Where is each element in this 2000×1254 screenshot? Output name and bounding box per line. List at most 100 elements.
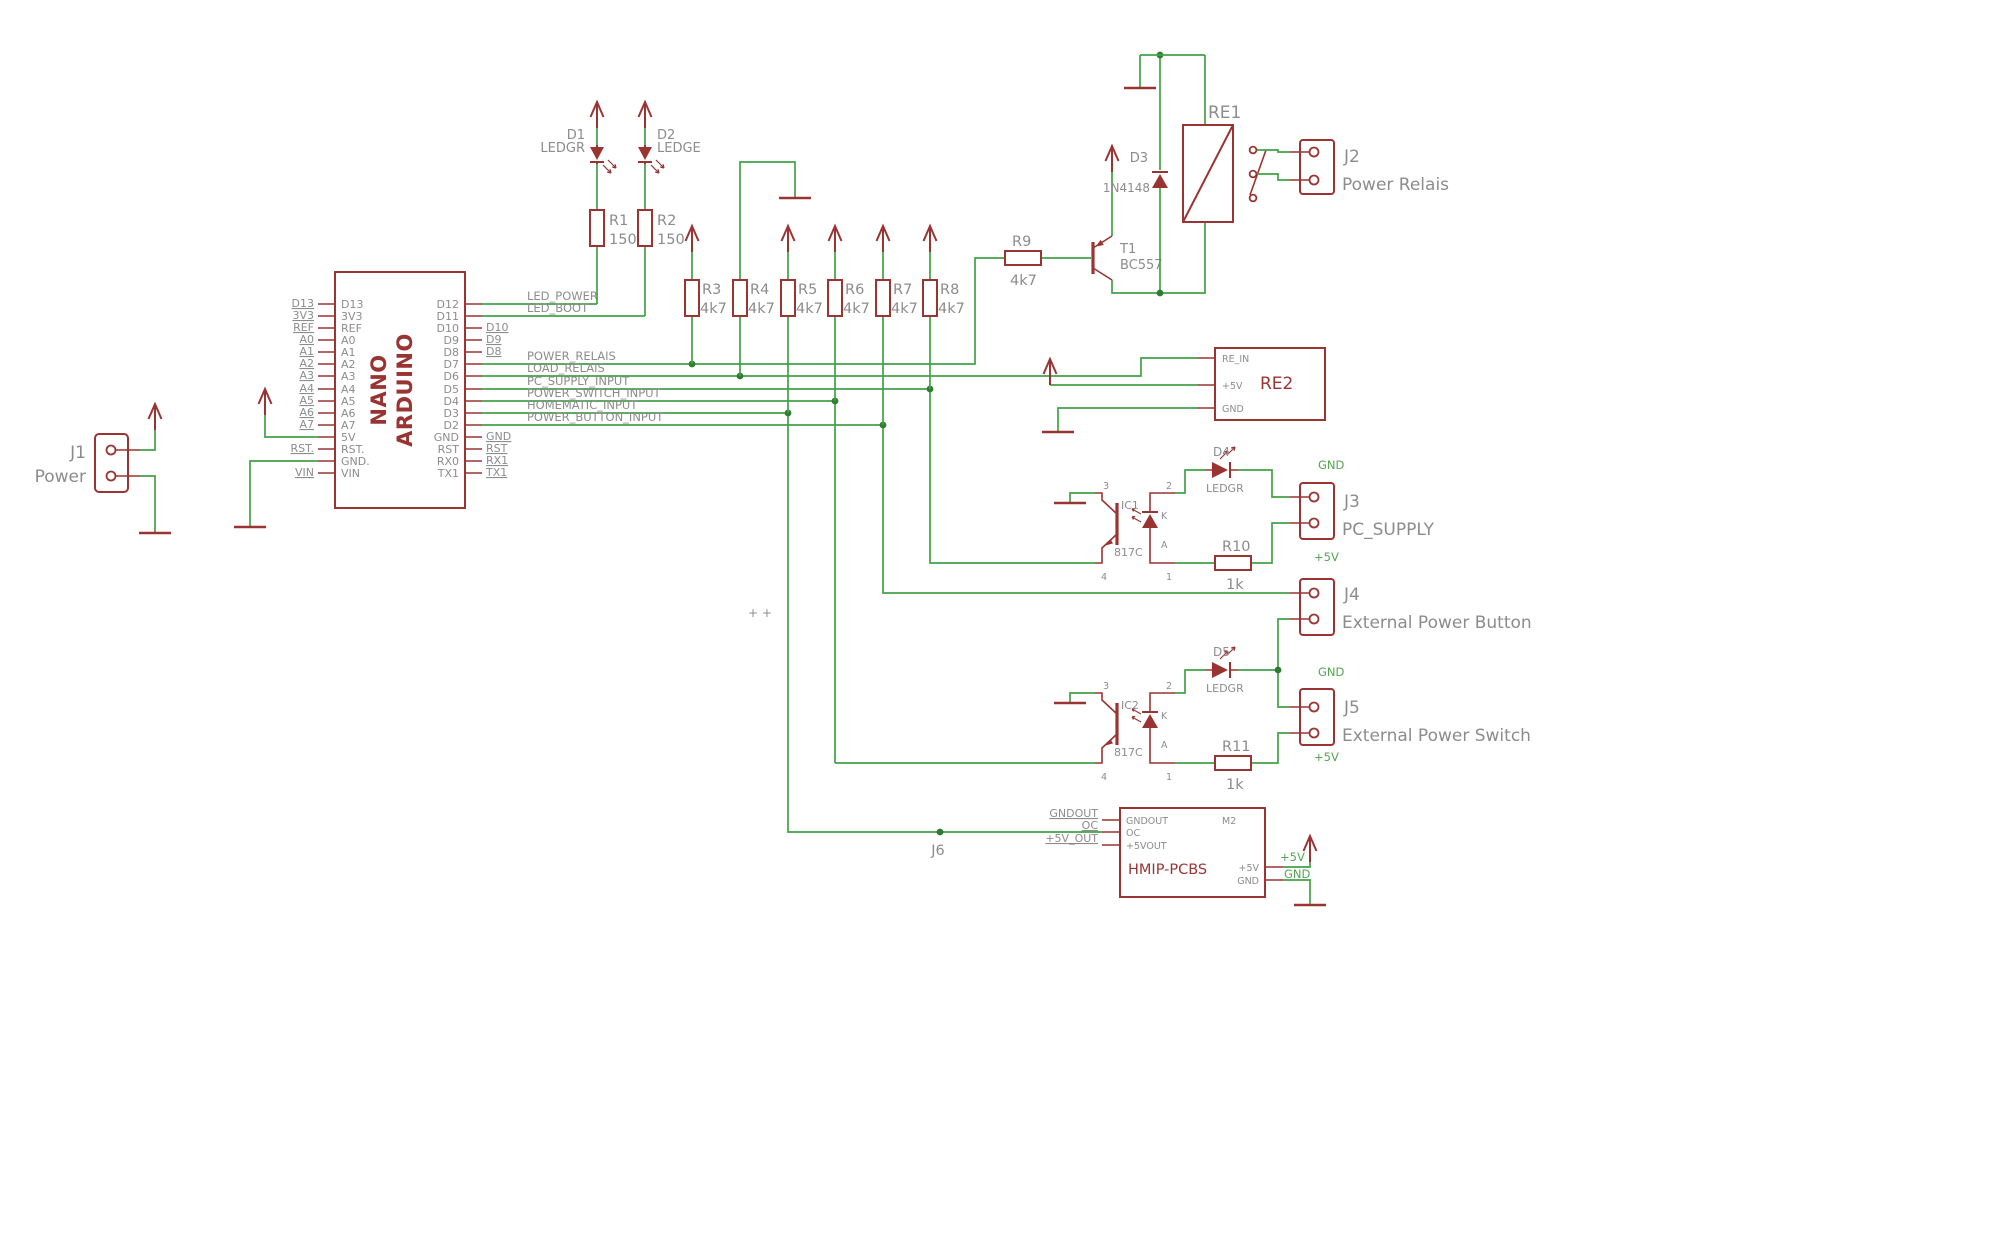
d1-value: LEDGR bbox=[540, 141, 585, 156]
hmip-pin-5vout: +5VOUT bbox=[1126, 841, 1167, 852]
ic2-ref: IC2 bbox=[1121, 699, 1139, 712]
j4-ref: J4 bbox=[1343, 585, 1360, 605]
netlabel-right-3: D9 bbox=[486, 333, 501, 346]
pin-right-10: D2 bbox=[444, 419, 459, 432]
r3-ref: R3 bbox=[702, 282, 721, 298]
ic2-pin1: 1 bbox=[1166, 772, 1172, 783]
j2-ref: J2 bbox=[1343, 147, 1360, 167]
j2-value: Power Relais bbox=[1342, 175, 1449, 195]
led-d5: D5 LEDGR GND bbox=[1175, 645, 1345, 708]
t1-value: BC557 bbox=[1120, 258, 1163, 273]
ic2-cathode: K bbox=[1161, 711, 1168, 722]
pin-left-0: D13 bbox=[341, 298, 363, 311]
resistor-r8: R8 4k7 bbox=[922, 225, 965, 389]
net-label-homematic-input: HOMEMATIC_INPUT bbox=[527, 398, 638, 412]
r4-ref: R4 bbox=[750, 282, 769, 298]
net-label-power-button-input: POWER_BUTTON_INPUT bbox=[527, 410, 664, 424]
pin-right-11: GND bbox=[434, 431, 459, 444]
net-label-5v-hmip: +5V bbox=[1280, 850, 1305, 864]
d2-ref: D2 bbox=[657, 128, 675, 143]
pin-right-1: D11 bbox=[437, 310, 459, 323]
j5-ref: J5 bbox=[1343, 698, 1360, 718]
ic2-value: 817C bbox=[1114, 746, 1143, 759]
pin-right-5: D7 bbox=[444, 358, 459, 371]
r11-value: 1k bbox=[1226, 777, 1244, 793]
j1-ref: J1 bbox=[69, 443, 86, 463]
net-label-load-relais: LOAD_RELAIS bbox=[527, 361, 605, 375]
net-power-relais: POWER_RELAIS bbox=[482, 257, 1091, 368]
net-led-boot: LED_BOOT bbox=[482, 301, 645, 317]
net-homematic-input: HOMEMATIC_INPUT J6 bbox=[482, 398, 1102, 859]
pin-left-2: REF bbox=[341, 322, 362, 335]
hmip-pin-gndout: GNDOUT bbox=[1126, 816, 1168, 827]
r2-value: 150 bbox=[657, 232, 685, 248]
re2-pin-gnd: GND bbox=[1222, 404, 1244, 415]
net-label-led-boot: LED_BOOT bbox=[527, 301, 589, 315]
resistor-r9: R9 4k7 bbox=[1004, 234, 1042, 289]
pin-left-12: RST. bbox=[341, 443, 365, 456]
netlabel-right-11: GND bbox=[486, 430, 511, 443]
ic1-pin4: 4 bbox=[1101, 572, 1107, 583]
ic1-pin1: 1 bbox=[1166, 572, 1172, 583]
net-power-button-input: POWER_BUTTON_INPUT bbox=[482, 410, 1290, 594]
r7-value: 4k7 bbox=[891, 301, 918, 317]
connector-j5: J5 External Power Switch bbox=[1290, 688, 1531, 746]
relay-re1: RE1 bbox=[1122, 54, 1241, 223]
netlabel-right-13: RX1 bbox=[486, 454, 508, 467]
ic1-ref: IC1 bbox=[1121, 499, 1139, 512]
pin-right-0: D12 bbox=[437, 298, 459, 311]
pin-left-5: A2 bbox=[341, 358, 356, 371]
net-label-led-power: LED_POWER bbox=[527, 289, 598, 303]
resistor-r10: R10 1k +5V bbox=[1175, 522, 1339, 593]
r6-value: 4k7 bbox=[843, 301, 870, 317]
arduino-supply-wires bbox=[232, 388, 318, 529]
hmip-label-oc: OC bbox=[1082, 819, 1099, 832]
pin-left-13: GND. bbox=[341, 455, 370, 468]
j6-ref: J6 bbox=[930, 843, 945, 859]
netlabel-left-8: A5 bbox=[299, 394, 314, 407]
resistor-r7: R7 4k7 bbox=[875, 225, 918, 425]
relay-module-re2: RE_IN +5V GND RE2 bbox=[1040, 347, 1326, 434]
pin-right-8: D4 bbox=[444, 395, 459, 408]
d4-ref: D4 bbox=[1213, 445, 1230, 459]
ic1-anode: A bbox=[1161, 540, 1168, 551]
pin-left-8: A5 bbox=[341, 395, 356, 408]
re2-ref: RE2 bbox=[1260, 374, 1293, 394]
hmip-pin-5v: +5V bbox=[1238, 863, 1259, 874]
hmip-label-5v-out: +5V_OUT bbox=[1045, 832, 1098, 845]
ic1-value: 817C bbox=[1114, 546, 1143, 559]
netlabel-left-2: REF bbox=[293, 321, 314, 334]
pin-left-9: A6 bbox=[341, 407, 356, 420]
j5-value: External Power Switch bbox=[1342, 726, 1531, 746]
hmip-label-gndout: GNDOUT bbox=[1049, 807, 1098, 820]
module-hmip-pcbs: GNDOUT OC +5V_OUT GNDOUT OC +5VOUT M2 HM… bbox=[1045, 807, 1328, 907]
net-led-power: LED_POWER bbox=[482, 289, 598, 305]
r10-value: 1k bbox=[1226, 577, 1244, 593]
arduino-name-top: NANO bbox=[367, 354, 391, 425]
r9-value: 4k7 bbox=[1010, 273, 1037, 289]
pin-left-6: A3 bbox=[341, 370, 356, 383]
pin-right-3: D9 bbox=[444, 334, 459, 347]
r3-value: 4k7 bbox=[700, 301, 727, 317]
pin-right-7: D5 bbox=[444, 383, 459, 396]
optocoupler-ic2: IC2 817C 3 4 2 1 K A bbox=[1052, 681, 1175, 783]
net-label-pc-supply-input: PC_SUPPLY_INPUT bbox=[527, 374, 630, 388]
led-d4: D4 LEDGR GND bbox=[1175, 445, 1345, 498]
optocoupler-ic1: IC1 817C 3 4 2 1 K A bbox=[1052, 481, 1175, 583]
pin-right-6: D6 bbox=[444, 370, 459, 383]
pin-left-14: VIN bbox=[341, 467, 360, 480]
ic2-anode: A bbox=[1161, 740, 1168, 751]
resistor-r11: R11 1k +5V bbox=[1175, 732, 1339, 793]
resistor-r4: R4 4k7 bbox=[732, 161, 813, 376]
relay-contact-j2: J2 Power Relais bbox=[1248, 139, 1449, 203]
r5-value: 4k7 bbox=[796, 301, 823, 317]
ic2-pin4: 4 bbox=[1101, 772, 1107, 783]
r1-ref: R1 bbox=[609, 213, 628, 229]
r5-ref: R5 bbox=[798, 282, 817, 298]
re2-pin-5v: +5V bbox=[1222, 381, 1243, 392]
d3-ref: D3 bbox=[1130, 151, 1148, 166]
j3-value: PC_SUPPLY bbox=[1342, 520, 1435, 540]
hmip-pin-gnd: GND bbox=[1237, 876, 1259, 887]
ic1-pin3: 3 bbox=[1103, 481, 1109, 492]
